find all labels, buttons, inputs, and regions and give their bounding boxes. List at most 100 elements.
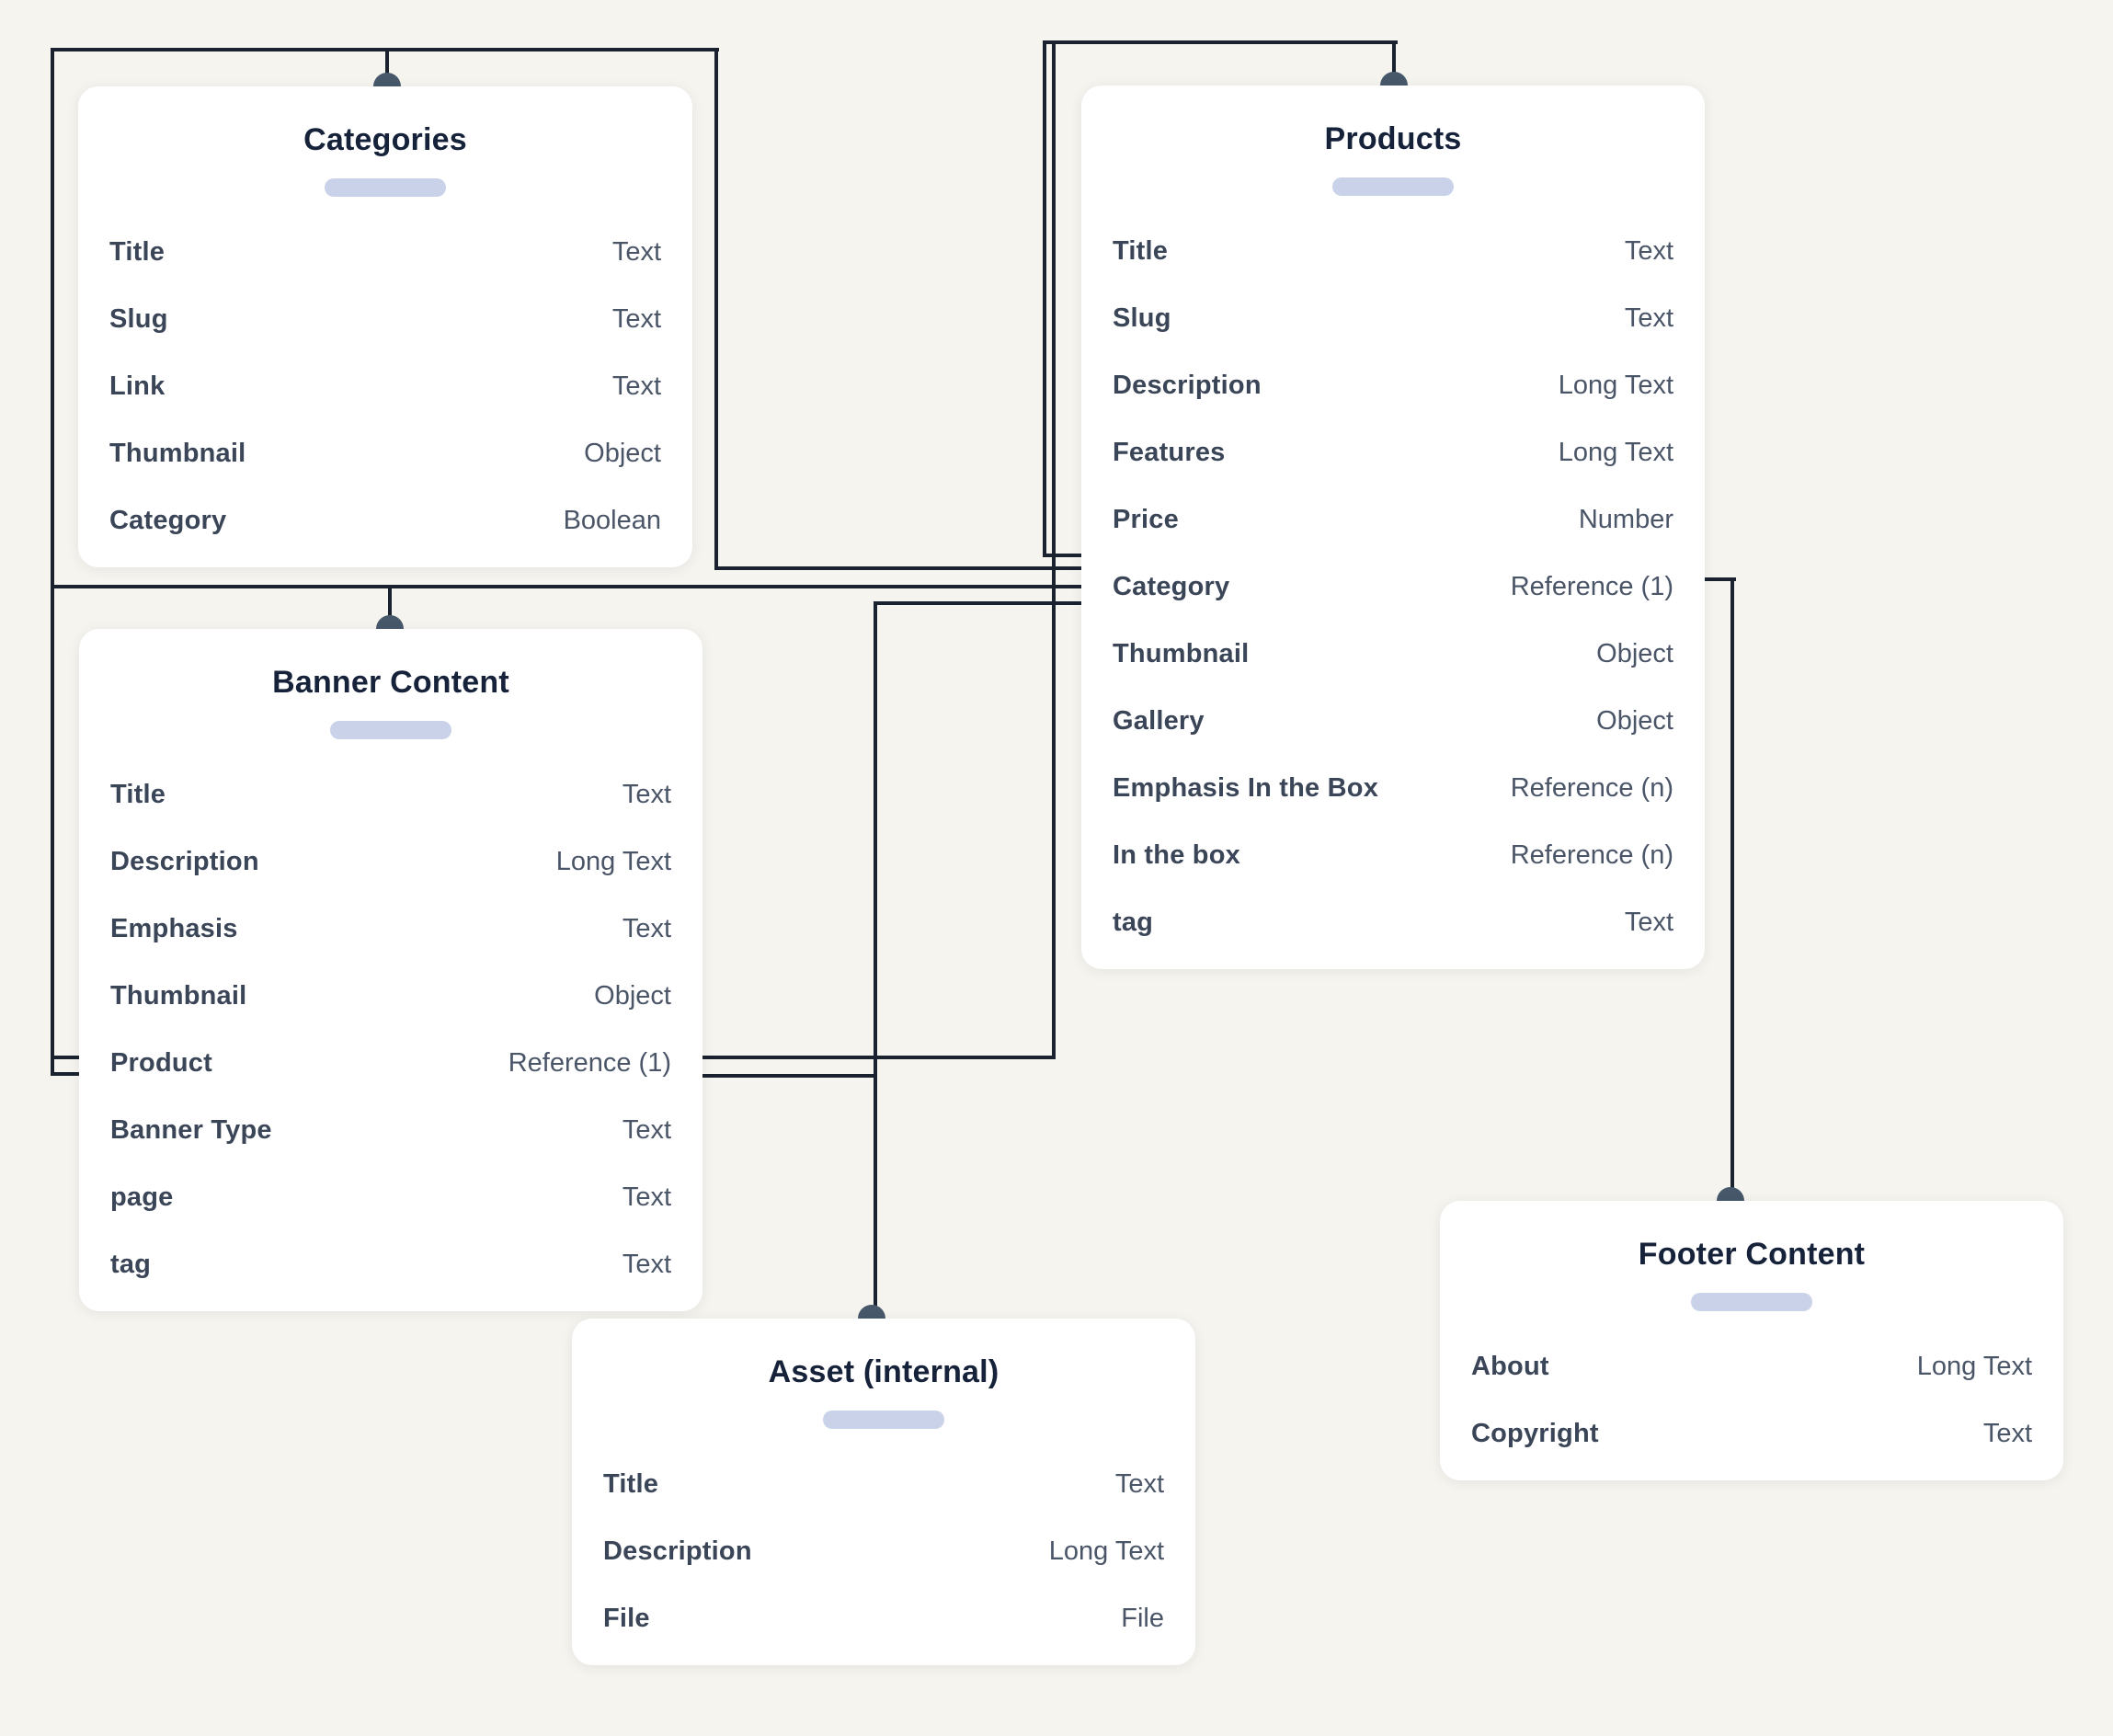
connector-segment <box>714 566 1081 570</box>
reference-anchor-dot <box>858 1305 885 1319</box>
connector-segment <box>1043 40 1398 44</box>
connector-segment <box>702 1056 1056 1059</box>
field-type: Text <box>1624 908 1673 937</box>
entity-title: Footer Content <box>1638 1237 1866 1272</box>
field-row[interactable]: Thumbnail Object <box>109 420 661 487</box>
field-type: Text <box>611 237 661 267</box>
connector-segment <box>51 1072 81 1076</box>
field-row[interactable]: Category Reference (1) <box>1113 554 1673 621</box>
connector-segment <box>1052 40 1056 1059</box>
field-type: Boolean <box>563 506 661 535</box>
field-row[interactable]: Category Boolean <box>109 487 661 554</box>
field-type: Reference (1) <box>508 1048 671 1078</box>
connector-segment <box>702 1074 877 1078</box>
field-label: Category <box>109 506 227 535</box>
field-type: Text <box>622 914 671 943</box>
field-label: Banner Type <box>110 1115 272 1145</box>
field-type: Text <box>1624 236 1673 266</box>
field-label: Thumbnail <box>109 439 246 468</box>
field-label: About <box>1471 1352 1549 1381</box>
entity-handle-pill <box>1332 177 1454 196</box>
field-type: Text <box>611 371 661 401</box>
field-row[interactable]: File File <box>603 1585 1164 1652</box>
field-label: Copyright <box>1471 1419 1599 1448</box>
field-label: Description <box>110 847 259 876</box>
connector-segment <box>1705 577 1736 581</box>
field-type: Text <box>1114 1469 1164 1499</box>
field-label: Emphasis <box>110 914 238 943</box>
entity-title: Categories <box>303 122 467 157</box>
reference-anchor-dot <box>376 615 404 629</box>
field-type: Long Text <box>1048 1536 1164 1566</box>
connector-segment <box>1043 554 1081 557</box>
field-type: Object <box>594 981 671 1011</box>
field-label: Thumbnail <box>1113 639 1250 668</box>
field-label: Thumbnail <box>110 981 247 1011</box>
field-row[interactable]: Title Text <box>110 761 671 828</box>
field-label: Description <box>1113 371 1262 400</box>
entity-handle-pill <box>823 1410 944 1429</box>
field-label: File <box>603 1604 650 1633</box>
field-type: Text <box>611 304 661 334</box>
field-type: Reference (n) <box>1510 840 1673 870</box>
field-row[interactable]: Thumbnail Object <box>110 963 671 1030</box>
reference-anchor-dot <box>373 73 401 86</box>
field-label: Link <box>109 371 166 401</box>
field-label: Slug <box>109 304 168 334</box>
field-label: Gallery <box>1113 706 1205 736</box>
connector-segment <box>1730 577 1734 1188</box>
entity-handle-pill <box>1691 1293 1812 1311</box>
field-row[interactable]: Price Number <box>1113 486 1673 554</box>
field-row[interactable]: Banner Type Text <box>110 1097 671 1164</box>
field-type: Text <box>622 780 671 809</box>
field-row[interactable]: Emphasis Text <box>110 896 671 963</box>
field-type: Number <box>1578 505 1673 534</box>
field-label: Price <box>1113 505 1179 534</box>
field-row[interactable]: Title Text <box>109 219 661 286</box>
field-label: Title <box>110 780 166 809</box>
field-type: Long Text <box>1558 438 1673 467</box>
field-type: Text <box>622 1115 671 1145</box>
field-type: Object <box>584 439 661 468</box>
connector-segment <box>1043 40 1046 557</box>
entity-handle-pill <box>330 721 451 739</box>
field-type: Reference (1) <box>1510 572 1673 601</box>
field-row[interactable]: Copyright Text <box>1471 1400 2032 1468</box>
field-row[interactable]: Link Text <box>109 353 661 420</box>
field-type: Text <box>1982 1419 2032 1448</box>
field-label: Title <box>109 237 166 267</box>
connector-segment <box>385 48 389 77</box>
field-label: Title <box>1113 236 1169 266</box>
field-row[interactable]: Slug Text <box>109 286 661 353</box>
connector-segment <box>874 601 1081 605</box>
field-label: Category <box>1113 572 1230 601</box>
field-type: File <box>1121 1604 1164 1633</box>
field-row[interactable]: Title Text <box>1113 218 1673 285</box>
connector-segment <box>1392 40 1396 74</box>
connector-segment <box>51 48 719 51</box>
field-type: Text <box>622 1182 671 1212</box>
